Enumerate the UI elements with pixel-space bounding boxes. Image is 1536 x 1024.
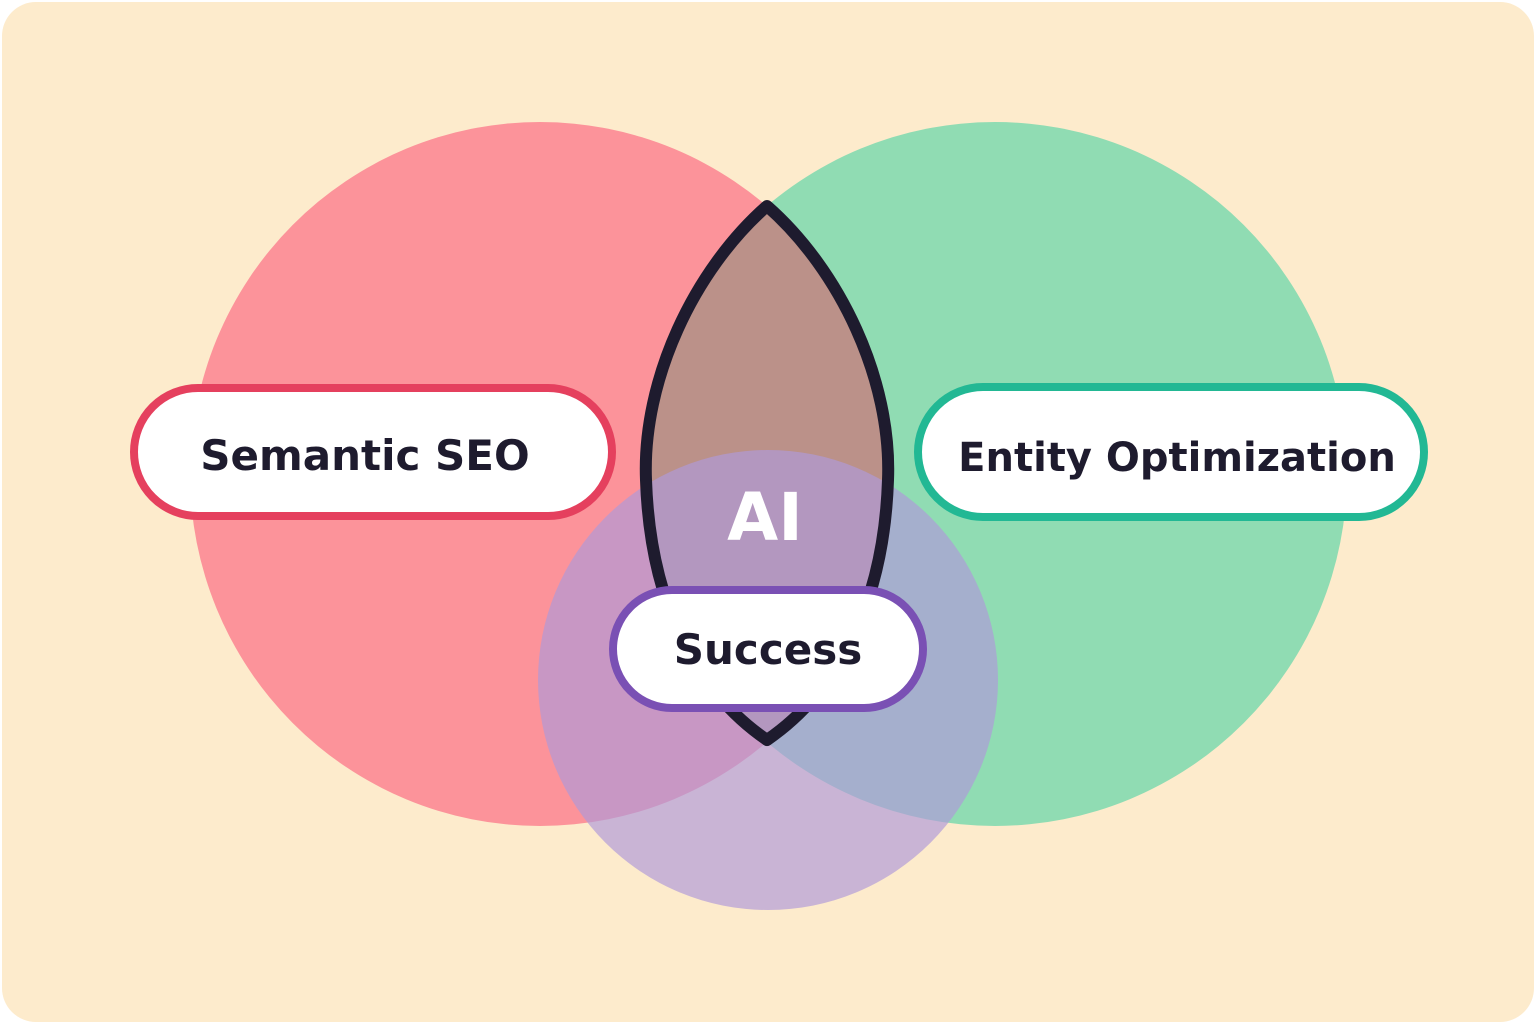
semantic-seo-label: Semantic SEO [200, 431, 529, 480]
entity-optimization-label: Entity Optimization [958, 435, 1396, 481]
entity-optimization-label-pill: Entity Optimization [914, 383, 1428, 521]
ai-intersection-outline [639, 200, 895, 746]
ai-label: AI [727, 479, 803, 556]
success-label: Success [674, 625, 862, 674]
success-label-pill: Success [609, 586, 927, 712]
semantic-seo-label-pill: Semantic SEO [130, 384, 616, 520]
